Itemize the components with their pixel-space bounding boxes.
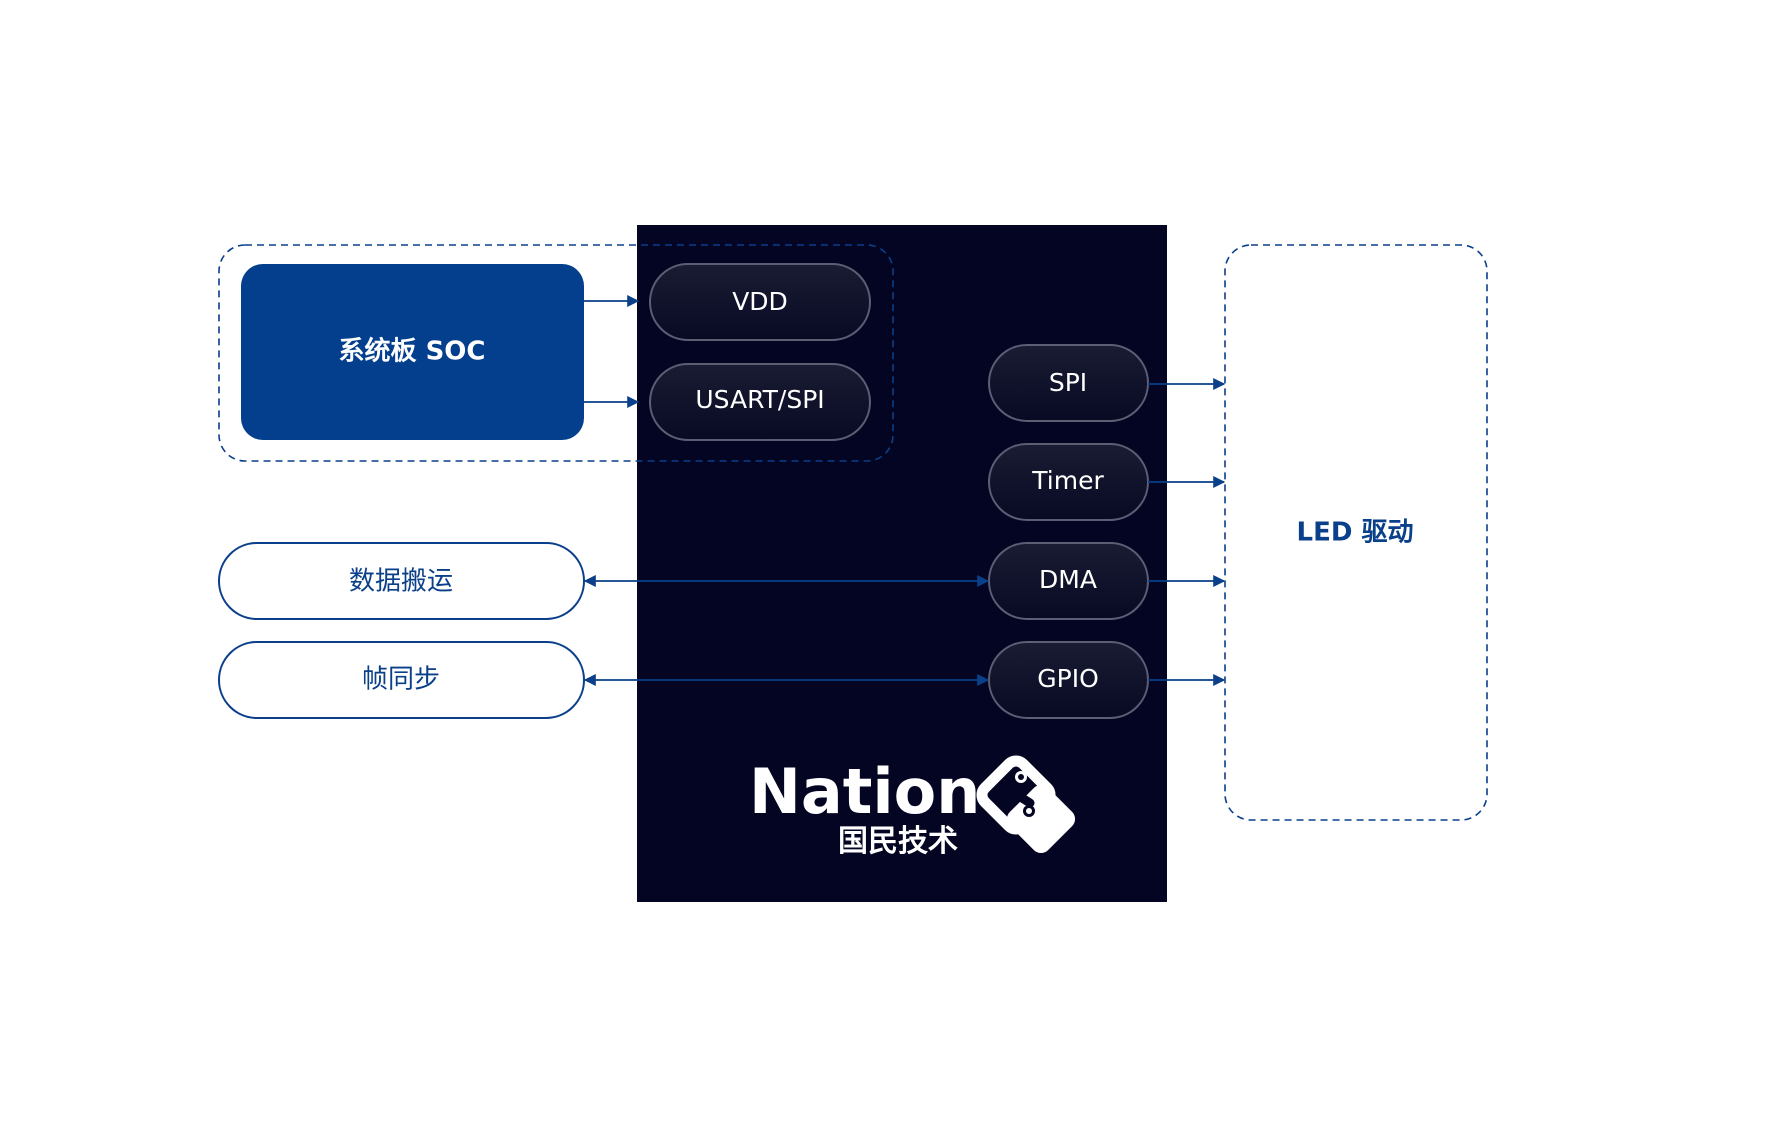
logo-wordmark: Nation [749,755,980,828]
pill-timer-label: Timer [1031,466,1104,495]
nation-s-logo-icon [976,755,1076,854]
pill-frame-sync-label: 帧同步 [362,665,440,695]
soc-group-dashed-border [218,244,894,462]
pill-vdd: VDD [649,263,871,341]
pill-data-transfer-label: 数据搬运 [349,567,453,597]
pill-spi: SPI [988,344,1149,422]
pill-timer: Timer [988,443,1149,521]
pill-gpio-label: GPIO [1037,664,1099,693]
pill-frame-sync: 帧同步 [218,641,585,719]
pill-usart-spi-label: USART/SPI [695,385,824,414]
nation-logo: Nation 国民技术 [749,755,1076,859]
pill-spi-label: SPI [1049,368,1087,397]
pill-dma-label: DMA [1039,565,1097,594]
pill-gpio: GPIO [988,641,1149,719]
pill-usart-spi: USART/SPI [649,363,871,441]
soc-label: 系统板 SOC [339,336,486,367]
pill-vdd-label: VDD [732,287,788,316]
pill-data-transfer: 数据搬运 [218,542,585,620]
led-driver-box: LED 驱动 [1224,244,1488,821]
pill-dma: DMA [988,542,1149,620]
led-driver-label: LED 驱动 [1297,518,1414,548]
soc-box: 系统板 SOC [241,264,584,440]
logo-cn-text: 国民技术 [838,824,958,859]
